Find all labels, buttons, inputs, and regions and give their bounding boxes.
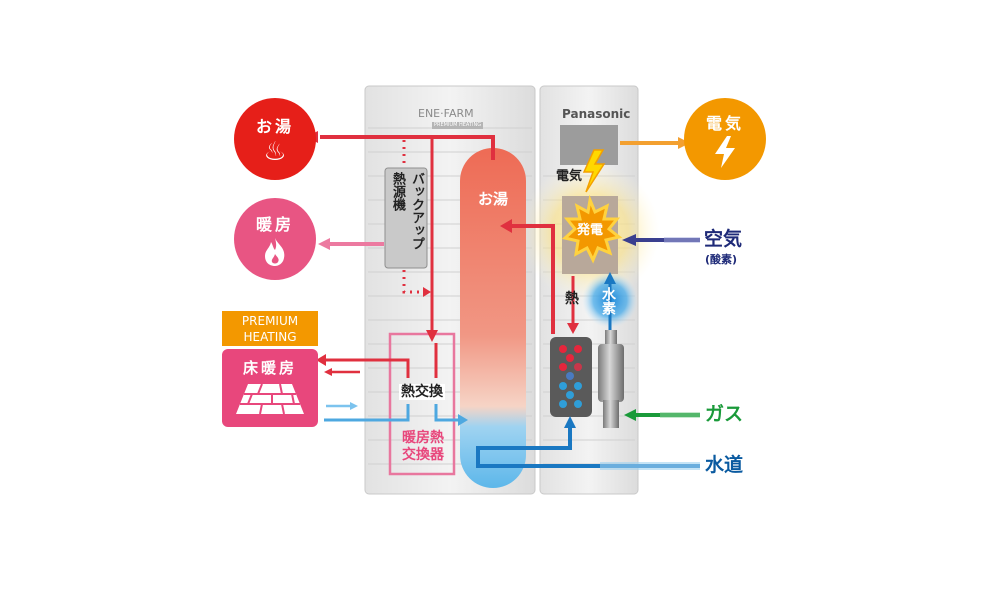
backup-heater-label: バックアップ 熱源機 <box>388 172 425 266</box>
electricity-label: 電気 <box>705 114 744 133</box>
generation-burst-icon <box>561 194 623 264</box>
backup-heater-line2: 熱源機 <box>390 172 405 211</box>
air-flow <box>622 234 700 246</box>
floor-tiles-icon <box>236 383 304 415</box>
display-panel <box>560 125 618 165</box>
heat-exchange-label: 熱交換 <box>399 384 445 400</box>
reformer-unit <box>550 337 592 417</box>
hot-water-tank <box>460 148 526 488</box>
heating-exchanger-line2: 交換器 <box>402 447 444 463</box>
generation-label: 発電 <box>577 223 604 238</box>
space-heating-output-circle: 暖房 <box>234 198 316 280</box>
hydrogen-label-text: 水素 <box>600 287 616 315</box>
heat-arrow <box>567 276 579 334</box>
brand-name: ENE·FARM <box>418 107 474 120</box>
tank-label: お湯 <box>478 190 509 208</box>
hot-water-label: お湯 <box>255 117 294 136</box>
maker-logo: Panasonic <box>562 107 631 121</box>
air-sub-label: (酸素) <box>705 253 738 266</box>
heating-exchanger-box <box>388 332 456 476</box>
gas-label: ガス <box>705 403 744 425</box>
tap-water-flow <box>476 416 700 470</box>
inner-lightning-icon <box>582 149 606 193</box>
brand-logo: ENE·FARM <box>418 108 474 119</box>
backup-dotted-flow <box>402 270 428 294</box>
backup-heater-box <box>384 167 428 269</box>
air-label: 空気 <box>704 228 743 250</box>
backup-heater-line1: バックアップ <box>409 172 424 250</box>
flame-icon <box>265 238 285 266</box>
water-label: 水道 <box>705 454 744 476</box>
desulfurizer-cylinder <box>598 330 624 428</box>
steam-icon: ♨ <box>263 137 287 167</box>
space-heating-label: 暖房 <box>255 215 294 234</box>
premium-badge-line2: HEATING <box>243 330 297 344</box>
space-heating-flow <box>318 238 384 250</box>
lightning-icon <box>715 136 735 168</box>
gas-flow <box>624 409 700 421</box>
inner-electricity-label: 電気 <box>556 169 583 184</box>
floor-heating-return-flow <box>324 402 468 426</box>
floor-heating-box: 床暖房 <box>222 349 318 427</box>
heating-exchanger-line1: 暖房熱 <box>402 430 444 446</box>
heating-exchanger-label: 暖房熱 交換器 <box>394 430 452 464</box>
premium-heating-badge: PREMIUM HEATING <box>222 311 318 346</box>
hot-water-output-circle: お湯 ♨ <box>234 98 316 180</box>
hydrogen-label: 水素 <box>600 287 616 319</box>
electricity-output-circle: 電気 <box>684 98 766 180</box>
brand-subtitle: PREMIUM HEATING <box>432 122 484 129</box>
floor-heating-label: 床暖房 <box>242 359 297 377</box>
heat-exchanger-supply-flow <box>426 137 438 342</box>
heat-label: 熱 <box>565 291 579 307</box>
heat-to-tank-flow <box>500 219 555 334</box>
hydrogen-flow <box>604 272 616 330</box>
premium-badge-line1: PREMIUM <box>241 314 299 328</box>
floor-heating-supply-flow <box>316 343 438 378</box>
